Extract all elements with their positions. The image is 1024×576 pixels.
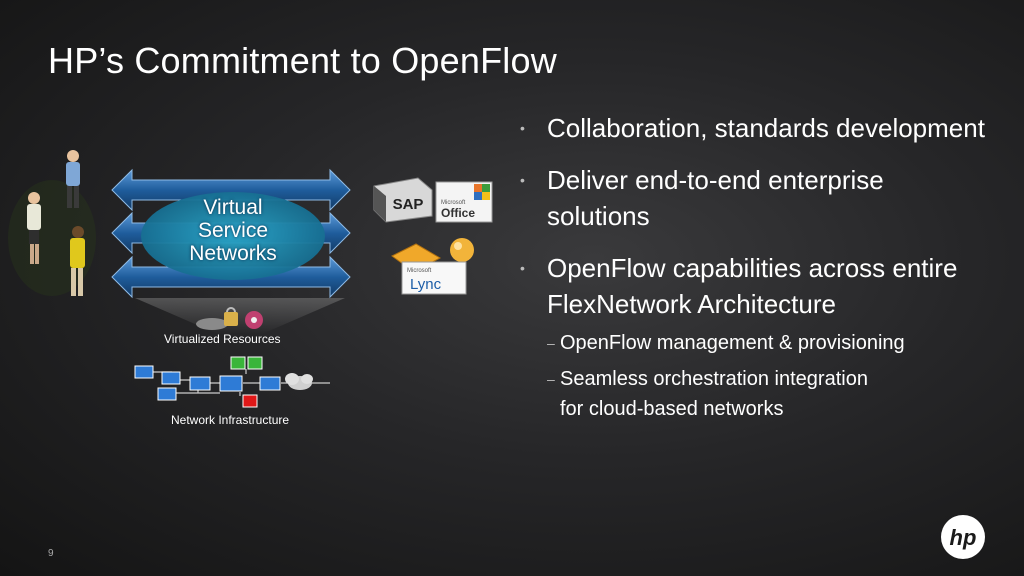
bullet-dot: • xyxy=(520,172,525,188)
sap-app-icon: SAP xyxy=(373,177,433,223)
virtualized-resources-label: Virtualized Resources xyxy=(164,332,281,346)
bullet-text: Collaboration, standards development xyxy=(547,113,985,143)
users-icon xyxy=(8,150,96,296)
vsn-label-line3: Networks xyxy=(189,242,277,265)
sub-bullet-dash: – xyxy=(547,335,555,351)
sub-bullet-item: – OpenFlow management & provisioning xyxy=(520,328,990,358)
vsn-label-line2: Service xyxy=(197,219,269,242)
bullet-dot: • xyxy=(520,120,525,136)
sub-bullet-item: – Seamless orchestration integration for… xyxy=(520,364,890,424)
network-infrastructure-label: Network Infrastructure xyxy=(171,413,290,427)
bullet-list: • Collaboration, standards development •… xyxy=(520,110,990,430)
vsn-label-line1: Virtual xyxy=(203,196,263,219)
sub-bullet-text: OpenFlow management & provisioning xyxy=(560,332,905,354)
lync-app-icon: Microsoft Lync xyxy=(391,238,474,295)
svg-text:Lync: Lync xyxy=(410,276,442,293)
bullet-item: • Collaboration, standards development xyxy=(520,110,990,146)
sub-bullet-dash: – xyxy=(547,371,555,387)
bullet-item: • Deliver end-to-end enterprise solution… xyxy=(520,162,990,234)
bullet-item: • OpenFlow capabilities across entire Fl… xyxy=(520,250,990,322)
svg-text:hp: hp xyxy=(950,525,977,550)
bullet-dot: • xyxy=(520,260,525,276)
page-number: 9 xyxy=(48,548,54,559)
virtualized-resources-icons xyxy=(196,307,263,330)
svg-text:SAP: SAP xyxy=(393,196,424,213)
bullet-text: OpenFlow capabilities across entire Flex… xyxy=(547,253,958,319)
hp-logo-icon: hp xyxy=(941,515,985,559)
bullet-text: Deliver end-to-end enterprise solutions xyxy=(547,165,884,231)
cloud-icon xyxy=(285,373,313,390)
office-app-icon: Microsoft Office xyxy=(435,181,493,223)
projection-fade xyxy=(135,298,345,334)
svg-text:Microsoft: Microsoft xyxy=(407,268,432,274)
vsn-label: Virtual Service Networks xyxy=(140,196,326,265)
slide-title: HP’s Commitment to OpenFlow xyxy=(48,40,557,81)
sub-bullet-text: Seamless orchestration integration for c… xyxy=(560,368,868,420)
network-infrastructure-diagram xyxy=(134,356,330,408)
svg-text:Microsoft: Microsoft xyxy=(441,200,466,206)
svg-text:Office: Office xyxy=(441,206,475,220)
